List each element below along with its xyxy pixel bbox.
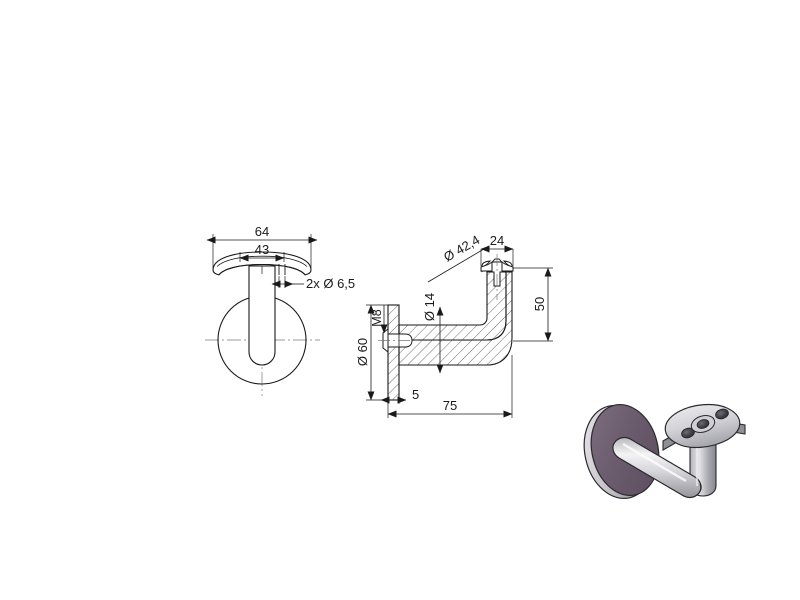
dimension-64-label: 64 [255,224,269,239]
dimension-2x-6p5: 2x Ø 6,5 [271,276,355,291]
section-view: Ø 60 M8 Ø 14 Ø 42,4 24 [355,232,553,418]
dimension-24: 24 [480,233,514,266]
dimension-64: 64 [206,224,318,244]
dimension-75: 75 [387,355,513,418]
saddle-inner-edge [218,263,306,276]
section-centerlines [378,254,498,341]
dimension-50-label: 50 [532,297,547,311]
leader-42p4 [427,245,490,283]
dimension-24-label: 24 [490,233,504,248]
render-elbow-edge [681,483,702,498]
dimension-42p4: Ø 42,4 [427,232,490,283]
dimension-m8: M8 [370,305,388,334]
render-hole-center [696,419,710,429]
dimension-5-label: 5 [412,387,419,402]
render-hole-right [715,408,729,420]
dimension-43-label: 43 [255,242,269,257]
dimension-m8-label: M8 [370,309,384,326]
front-view: 64 43 2x Ø 6,5 [205,224,355,396]
section-wall-plate [387,304,400,401]
dimension-60-label: Ø 60 [355,338,370,366]
dimension-2x-6p5-label: 2x Ø 6,5 [306,276,355,291]
dimension-42p4-label: Ø 42,4 [441,232,482,265]
dimension-75-label: 75 [443,398,457,413]
front-arm-stem [248,265,276,366]
dimension-43: 43 [239,242,285,262]
dimension-50: 50 [513,267,553,342]
dimension-5: 5 [380,365,419,404]
front-saddle-holes [261,264,286,275]
render-arm-highlight [622,442,687,483]
dimension-14-label: Ø 14 [422,293,437,321]
arm-section-lower [398,271,513,366]
dimension-14: Ø 14 [422,293,444,374]
arm-section-upper [398,271,507,341]
isometric-render [583,403,746,500]
